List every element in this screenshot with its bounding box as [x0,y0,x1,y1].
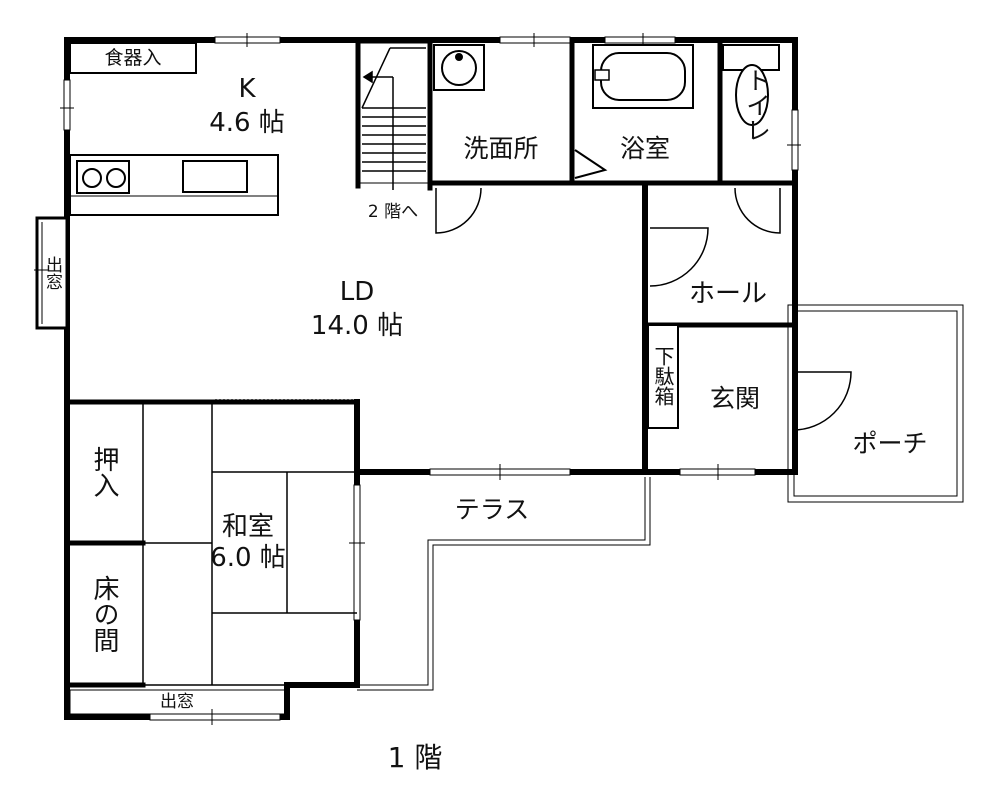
windows [60,33,801,725]
pantry-label: 食器入 [104,47,161,69]
floor-label: 1 階 [388,741,443,774]
bath-label: 浴室 [620,134,670,163]
bay-window-south [69,689,288,715]
washitsu-area: 6.0 帖 [210,543,286,573]
pantry-cabinet [69,42,197,74]
kitchen-name: K [238,74,256,104]
shoe-box-label: 下駄箱 [651,346,675,406]
shoe-box [647,324,679,429]
stairs-up-label: 2 階へ [368,202,418,222]
tokonoma-label: 床の間 [89,575,119,653]
porch-outline [787,304,964,503]
wash-basin [433,44,485,91]
doors [215,149,852,431]
bay-window-west [34,216,69,330]
terrace-outline [357,477,651,691]
toilet-fixture [722,44,780,126]
hall-label: ホール [689,279,767,309]
interior-walls [64,37,798,688]
washroom-label: 洗面所 [463,134,538,163]
staircase [357,42,431,190]
bay-window-south-label: 出窓 [160,692,194,712]
tatami-mats [142,402,357,686]
room-labels: 食器入 K 4.6 帖 2 階へ 洗面所 浴室 トイレ LD 14.0 帖 ホー… [42,47,928,774]
ld-name: LD [340,277,375,307]
bay-window-west-label: 出窓 [42,256,63,290]
terrace-label: テラス [455,495,530,524]
toilet-label: トイレ [743,68,772,143]
porch-label: ポーチ [852,429,927,458]
washitsu-name: 和室 [222,512,274,542]
entrance-label: 玄関 [710,384,760,413]
kitchen-area: 4.6 帖 [209,108,285,138]
closet-label: 押入 [89,446,119,498]
ld-area: 14.0 帖 [311,311,403,341]
kitchen-counter [69,154,279,216]
bathtub [592,44,694,109]
